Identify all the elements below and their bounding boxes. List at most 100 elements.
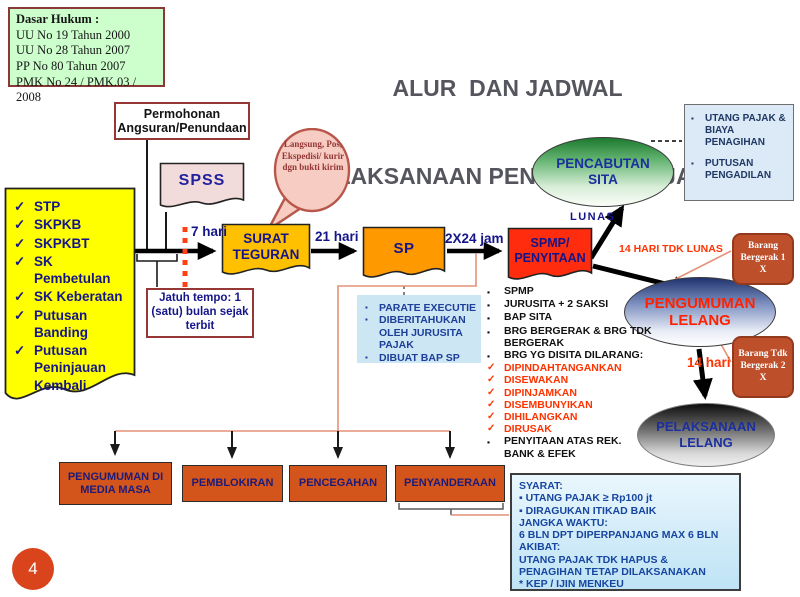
- legal-item: PP No 80 Tahun 2007: [16, 58, 126, 73]
- source-docs-shape: [4, 187, 136, 400]
- penyitaan-item-label: SPMP: [504, 285, 534, 297]
- utang-item-label: UTANG PAJAK & BIAYA PENAGIHAN: [705, 113, 786, 148]
- jatuh-tempo-box: Jatuh tempo: 1 (satu) bulan sejak terbit: [146, 288, 254, 338]
- spss-doc-shape: [159, 162, 245, 208]
- utang-item-label: PUTUSAN PENGADILAN: [705, 158, 772, 181]
- measure-label: PEMBLOKIRAN: [191, 477, 274, 490]
- slide-title-line1: ALUR DAN JADWAL: [392, 74, 623, 101]
- list-item: ✓ SK Keberatan: [14, 288, 130, 305]
- interval-2x24-jam: 2X24 jam: [445, 231, 504, 246]
- interval-7-hari: 7 hari: [191, 224, 228, 239]
- penyitaan-item-label: BRG YG DISITA DILARANG:: [504, 349, 644, 362]
- barang-bergerak-label: Barang Bergerak 1 X: [740, 241, 786, 275]
- penyitaan-item-label: DIPINJAMKAN: [504, 386, 577, 399]
- legal-item: UU No 28 Tahun 2007: [16, 43, 131, 58]
- pengumuman-lelang-label: PENGUMUMAN LELANG: [644, 294, 756, 329]
- spmp-label: SPMP/ PENYITAAN: [514, 236, 586, 265]
- tdk-lunas-label: 14 HARI TDK LUNAS: [619, 243, 723, 255]
- syarat-line: SYARAT:: [519, 480, 563, 492]
- parate-item-label: DIBUAT BAP SP: [379, 351, 460, 364]
- bullet-icon: ▪: [691, 114, 694, 123]
- pelaksanaan-lelang-label: PELAKSANAAN LELANG: [656, 419, 756, 450]
- interval-14-hari: 14 hari: [687, 355, 731, 370]
- barang-tdk-bergerak-label: Barang Tdk Bergerak 2 X: [738, 349, 788, 383]
- legal-item: UU No 19 Tahun 2000: [16, 27, 131, 42]
- permohonan-label: Permohonan Angsuran/Penundaan: [117, 107, 247, 135]
- check-icon: ✓: [487, 362, 496, 374]
- check-icon: ✓: [14, 289, 26, 305]
- list-item: ▪ BRG BERGERAK & BRG TDK BERGERAK: [487, 325, 653, 349]
- source-doc-label: Putusan Peninjauan Kembali: [34, 343, 107, 393]
- page-number: 4: [28, 559, 38, 578]
- check-icon: ✓: [14, 307, 26, 323]
- syarat-line: JANGKA WAKTU:: [519, 516, 608, 529]
- measure-label: PENYANDERAAN: [404, 477, 496, 490]
- list-item: ✓ SKPKBT: [14, 235, 130, 252]
- list-item: ▪BAP SITA: [487, 311, 653, 324]
- source-doc-label: SKPKB: [34, 217, 82, 233]
- bullet-icon: ▪: [365, 303, 368, 312]
- source-doc-label: SKPKBT: [34, 235, 90, 251]
- spss-label: SPSS: [178, 172, 226, 189]
- check-icon: ✓: [14, 235, 26, 251]
- list-item: ✓ Putusan Peninjauan Kembali: [14, 342, 130, 394]
- legal-basis-title: Dasar Hukum :: [16, 12, 100, 26]
- list-item: ▪ UTANG PAJAK & BIAYA PENAGIHAN: [691, 113, 789, 149]
- box-penyanderaan: PENYANDERAAN: [395, 465, 505, 502]
- list-item: ▪ DIBUAT BAP SP: [365, 352, 477, 364]
- syarat-line: 6 BLN DPT DIPERPANJANG MAX 6 BLN: [519, 529, 719, 542]
- bullet-icon: ▪: [365, 352, 368, 362]
- parate-item-label: PARATE EXECUTIE: [379, 302, 477, 314]
- list-item: ✓STP: [14, 198, 130, 215]
- syarat-line: ▪ DIRAGUKAN ITIKAD BAIK: [519, 504, 657, 517]
- source-doc-label: SK Pembetulan: [34, 253, 111, 287]
- sp-label: SP: [393, 239, 415, 257]
- lunas-label: LUNAS: [570, 211, 616, 223]
- pengumuman-lelang-ellipse: PENGUMUMAN LELANG: [624, 277, 776, 347]
- penyitaan-item-label: JURUSITA + 2 SAKSI: [504, 298, 609, 311]
- parate-executie-box: ▪PARATE EXECUTIE ▪DIBERITAHUKAN OLEH JUR…: [357, 295, 481, 364]
- syarat-line: AKIBAT:: [519, 541, 561, 554]
- box-pemblokiran: PEMBLOKIRAN: [182, 465, 283, 502]
- check-icon: ✓: [487, 423, 496, 435]
- penyitaan-item-label: DIRUSAK: [504, 423, 552, 436]
- penyitaan-item-label: BAP SITA: [504, 311, 553, 324]
- box-pencegahan: PENCEGAHAN: [289, 465, 387, 502]
- check-icon: ✓: [487, 398, 496, 410]
- check-icon: ✓: [14, 343, 26, 359]
- check-icon: ✓: [14, 199, 26, 214]
- list-item: ▪ PARATE EXECUTIE: [365, 302, 477, 314]
- check-icon: ✓: [14, 217, 26, 233]
- penyitaan-item-label: DISEMBUNYIKAN: [504, 398, 593, 411]
- penyitaan-item-label: DISEWAKAN: [504, 374, 569, 387]
- barang-tdk-bergerak-box: Barang Tdk Bergerak 2 X: [732, 336, 794, 398]
- list-item: ✓DIHILANGKAN: [487, 411, 653, 423]
- barang-bergerak-box: Barang Bergerak 1 X: [732, 233, 794, 285]
- box-pengumuman-media-masa: PENGUMUMAN DI MEDIA MASA: [59, 462, 172, 505]
- list-item: ✓Putusan Banding: [14, 307, 130, 342]
- pencabutan-sita-label: PENCABUTAN SITA: [556, 155, 650, 187]
- bullet-icon: ▪: [487, 351, 491, 362]
- permohonan-box: Permohonan Angsuran/Penundaan: [114, 102, 250, 140]
- delivery-callout-text: Langsung, Pos, Ekspedisi/ kurir dgn bukt…: [281, 139, 345, 173]
- interval-21-hari: 21 hari: [315, 229, 359, 244]
- syarat-line: PENAGIHAN TETAP DILAKSANAKAN: [519, 566, 706, 579]
- syarat-box: SYARAT: ▪ UTANG PAJAK ≥ Rp100 jt ▪ DIRAG…: [510, 473, 741, 591]
- source-doc-label: SK Keberatan: [34, 289, 123, 305]
- penyitaan-item-label: BRG BERGERAK & BRG TDK BERGERAK: [504, 324, 652, 349]
- pencabutan-sita-ellipse: PENCABUTAN SITA: [532, 137, 674, 207]
- bullet-icon: ▪: [487, 326, 491, 337]
- check-icon: ✓: [14, 253, 26, 269]
- spmp-shape: [507, 227, 593, 280]
- legal-basis-box: Dasar Hukum : UU No 19 Tahun 2000 UU No …: [8, 7, 165, 104]
- list-item: ✓ DISEMBUNYIKAN: [487, 399, 653, 411]
- bullet-icon: ▪: [487, 287, 491, 297]
- list-item: ✓DIPINDAHTANGANKAN: [487, 362, 653, 374]
- surat-teguran-shape: [221, 223, 311, 275]
- check-icon: ✓: [487, 374, 496, 386]
- bullet-icon: ▪: [365, 315, 368, 325]
- syarat-line: ▪ UTANG PAJAK ≥ Rp100 jt: [519, 492, 653, 505]
- syarat-line: UTANG PAJAK TDK HAPUS &: [519, 553, 668, 566]
- list-item: ✓ SKPKB: [14, 216, 130, 233]
